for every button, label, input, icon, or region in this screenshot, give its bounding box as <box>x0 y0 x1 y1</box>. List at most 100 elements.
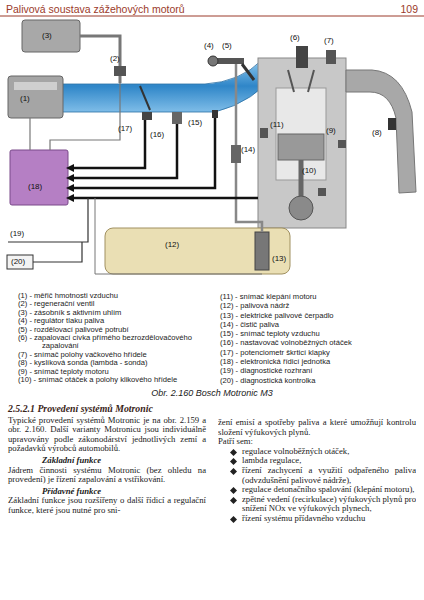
parts-list-item: (15) - snímač teploty vzduchu <box>220 329 418 338</box>
bullet-item: řízení systému přídavného vzduchu <box>242 513 365 523</box>
throttle-flap <box>140 86 150 110</box>
bullet-row: zpětné vedení (recirkulace) výfukových p… <box>218 495 416 514</box>
parts-list-item: (16) - nastavovač volnoběžných otáček <box>220 338 418 347</box>
callout-number: (20) <box>11 257 25 266</box>
arrowhead <box>66 164 74 172</box>
body-paragraph: Typické provedení systémů Motronic je na… <box>8 416 206 454</box>
purge-valve <box>114 66 126 76</box>
fuel-tank <box>105 228 290 274</box>
parts-list-item: (9) - snímač teploty motoru <box>18 368 214 376</box>
lambda-sensor <box>388 118 396 130</box>
exhaust-valve <box>308 70 314 92</box>
text-column: žení emisí a spotřeby paliva a které umo… <box>218 418 416 600</box>
injector <box>242 64 254 80</box>
callout-number: (14) <box>241 145 255 154</box>
bullet-diamond <box>230 468 237 475</box>
callout-number: (1) <box>20 94 30 103</box>
purge-pipe <box>80 36 120 66</box>
throttle-potentiometer <box>142 112 152 120</box>
parts-list-item: (19) - diagnostické rozhraní <box>220 366 418 375</box>
callout-number: (18) <box>28 182 42 191</box>
bullet-diamond <box>230 497 237 504</box>
bullet-row: lambda regulace, <box>218 456 416 466</box>
bullet-diamond <box>230 449 237 456</box>
body-paragraph: Jádrem činnosti systému Motronic (bez oh… <box>8 466 206 485</box>
callout-number: (12) <box>165 240 179 249</box>
bullet-item: regulace volnoběžných otáček, <box>242 446 349 456</box>
ecu-harness <box>30 76 262 274</box>
arrowhead <box>66 184 74 192</box>
callout-number: (9) <box>326 126 336 135</box>
bullet-item: lambda regulace, <box>242 455 301 465</box>
bullet-diamond <box>230 458 237 465</box>
parts-list-item: (10) - snímač otáček a polohy klikového … <box>18 376 214 384</box>
bullet-item: regulace detonačního spalování (klepání … <box>242 484 414 494</box>
bullet-row: regulace volnoběžných otáček, <box>218 447 416 457</box>
callout-number: (6) <box>290 33 300 42</box>
parts-list-item: (1) - měřič hmotnosti vzduchu <box>18 292 214 300</box>
warning-lamp <box>7 255 33 269</box>
callout-number: (13) <box>272 254 286 263</box>
parts-list-item: (17) - potenciometr škrticí klapky <box>220 348 418 357</box>
idle-actuator <box>172 112 182 124</box>
bullet-item: zpětné vedení (recirkulace) výfukových p… <box>242 494 416 514</box>
bullet-item: řízení zachycení a využití odpařeného pa… <box>242 465 416 485</box>
parts-list-item: (3) - zásobník s aktivním uhlím <box>18 309 214 317</box>
ignition-coil <box>296 46 308 68</box>
parts-list-item: (20) - diagnostická kontrolka <box>220 376 418 385</box>
running-header: Palivová soustava zážehových motorů <box>6 3 185 15</box>
callout-number: (16) <box>150 130 164 139</box>
figure-caption: Obr. 2.160 Bosch Motronic M3 <box>0 388 424 398</box>
wire <box>50 76 120 150</box>
parts-list-item: (18) - elektronická řídicí jednotka <box>220 357 418 366</box>
intake-valve <box>288 70 294 92</box>
intake-manifold <box>60 60 278 112</box>
parts-list-item: (13) - elektrické palivové čerpadlo <box>220 311 418 320</box>
wire <box>29 118 30 150</box>
parts-list-item: (5) - rozdělovací palivové potrubí <box>18 326 214 334</box>
carbon-canister <box>22 20 80 52</box>
bullet-diamond <box>230 487 237 494</box>
parts-list-item: (12) - palivová nádrž <box>220 301 418 310</box>
wire <box>95 198 262 274</box>
bullet-diamond <box>230 449 237 456</box>
wire <box>70 197 258 200</box>
body-paragraph: Základní funkce jsou rozšířeny o další ř… <box>8 496 206 515</box>
air-mass-meter-window <box>14 82 57 90</box>
fuel-filter <box>231 145 241 163</box>
callout-number: (11) <box>270 120 284 129</box>
piston <box>278 134 324 160</box>
callout-number: (19) <box>10 229 24 238</box>
wire <box>70 120 145 168</box>
ecu-box <box>10 150 68 205</box>
parts-list-item: (14) - čistič paliva <box>220 320 418 329</box>
callout-number: (15) <box>188 118 202 127</box>
parts-list-item: (4) - regulátor tlaku paliva <box>18 317 214 325</box>
bullet-diamond <box>230 468 237 475</box>
parts-list-item: (6) - zapalovací cívka přímého bezrozděl… <box>18 334 214 351</box>
bullet-row: regulace detonačního spalování (klepání … <box>218 485 416 495</box>
callout-number: (3) <box>42 31 52 40</box>
callout-number: (2) <box>110 54 120 63</box>
camshaft-sensor <box>326 50 336 64</box>
parts-list: (11) - snímač klepání motoru(12) - paliv… <box>220 292 418 385</box>
body-paragraph: Patří sem: <box>218 437 416 447</box>
parts-list-item: (11) - snímač klepání motoru <box>220 292 418 301</box>
callout-number: (4) <box>204 41 214 50</box>
page-number: 109 <box>400 3 418 15</box>
bullet-row: řízení systému přídavného vzduchu <box>218 514 416 524</box>
bullet-diamond <box>230 487 237 494</box>
bullet-diamond <box>230 497 237 504</box>
parts-list-item: (8) - kyslíková sonda (lambda - sonda) <box>18 359 214 367</box>
fuel-pump <box>255 232 269 270</box>
callout-number: (17) <box>118 124 132 133</box>
pressure-regulator <box>208 56 218 66</box>
bullet-diamond <box>230 516 237 523</box>
header-rule <box>0 16 424 17</box>
exhaust-pipe <box>346 70 416 193</box>
bullet-diamond <box>230 516 237 523</box>
arrowhead <box>66 174 74 182</box>
parts-list-item: (7) - snímač polohy vačkového hřídele <box>18 351 214 359</box>
callout-number: (10) <box>302 166 316 175</box>
callout-number: (7) <box>324 36 334 45</box>
